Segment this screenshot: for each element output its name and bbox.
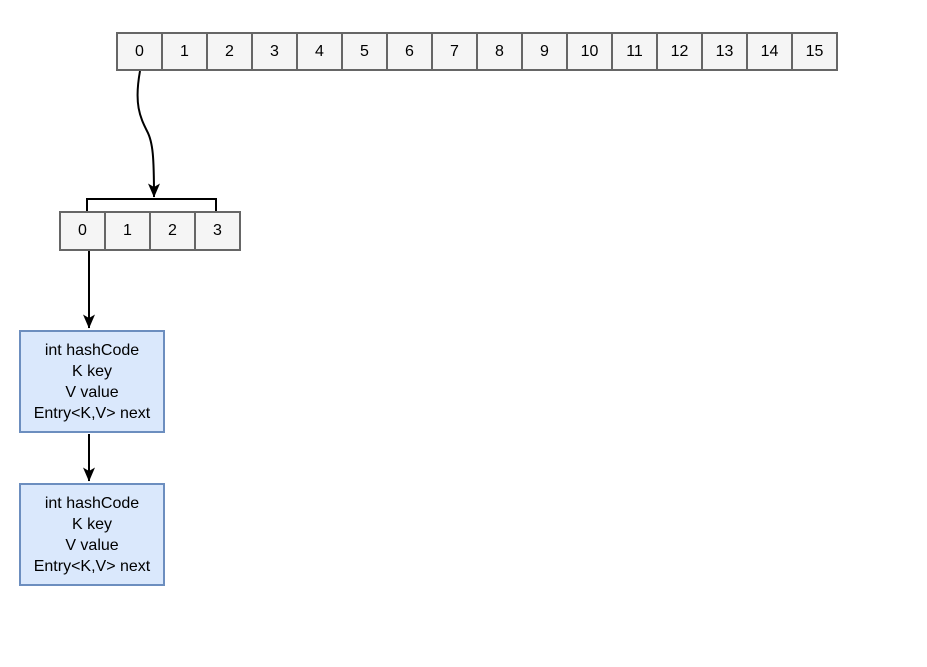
bucket-array-top-bracket (86, 198, 217, 211)
main-array-cell-3: 3 (251, 32, 298, 71)
entry-field-hashcode: int hashCode (44, 494, 140, 512)
main-hash-bucket-array: 0 1 2 3 4 5 6 7 8 9 10 11 12 13 14 15 (116, 32, 838, 71)
bucket-array-cell-0: 0 (59, 211, 106, 251)
main-array-cell-14: 14 (746, 32, 793, 71)
arrow-main-cell0-to-bucket-array (136, 70, 160, 198)
main-array-cell-9: 9 (521, 32, 568, 71)
main-array-cell-2: 2 (206, 32, 253, 71)
entry-field-key: K key (71, 362, 112, 380)
entry-node-1: int hashCode K key V value Entry<K,V> ne… (19, 330, 165, 433)
main-array-cell-4: 4 (296, 32, 343, 71)
main-array-cell-12: 12 (656, 32, 703, 71)
sub-bucket-array: 0 1 2 3 (59, 211, 241, 251)
entry-field-next: Entry<K,V> next (33, 557, 151, 575)
entry-field-value: V value (65, 383, 119, 401)
entry-node-2: int hashCode K key V value Entry<K,V> ne… (19, 483, 165, 586)
main-array-cell-6: 6 (386, 32, 433, 71)
main-array-cell-11: 11 (611, 32, 658, 71)
entry-field-hashcode: int hashCode (44, 341, 140, 359)
entry-field-value: V value (65, 536, 119, 554)
main-array-cell-7: 7 (431, 32, 478, 71)
main-array-cell-15: 15 (791, 32, 838, 71)
bucket-array-cell-1: 1 (104, 211, 151, 251)
main-array-cell-8: 8 (476, 32, 523, 71)
bucket-array-cell-3: 3 (194, 211, 241, 251)
entry-field-next: Entry<K,V> next (33, 404, 151, 422)
entry-field-key: K key (71, 515, 112, 533)
main-array-cell-0: 0 (116, 32, 163, 71)
bucket-array-cell-2: 2 (149, 211, 196, 251)
main-array-cell-13: 13 (701, 32, 748, 71)
main-array-cell-1: 1 (161, 32, 208, 71)
main-array-cell-5: 5 (341, 32, 388, 71)
main-array-cell-10: 10 (566, 32, 613, 71)
